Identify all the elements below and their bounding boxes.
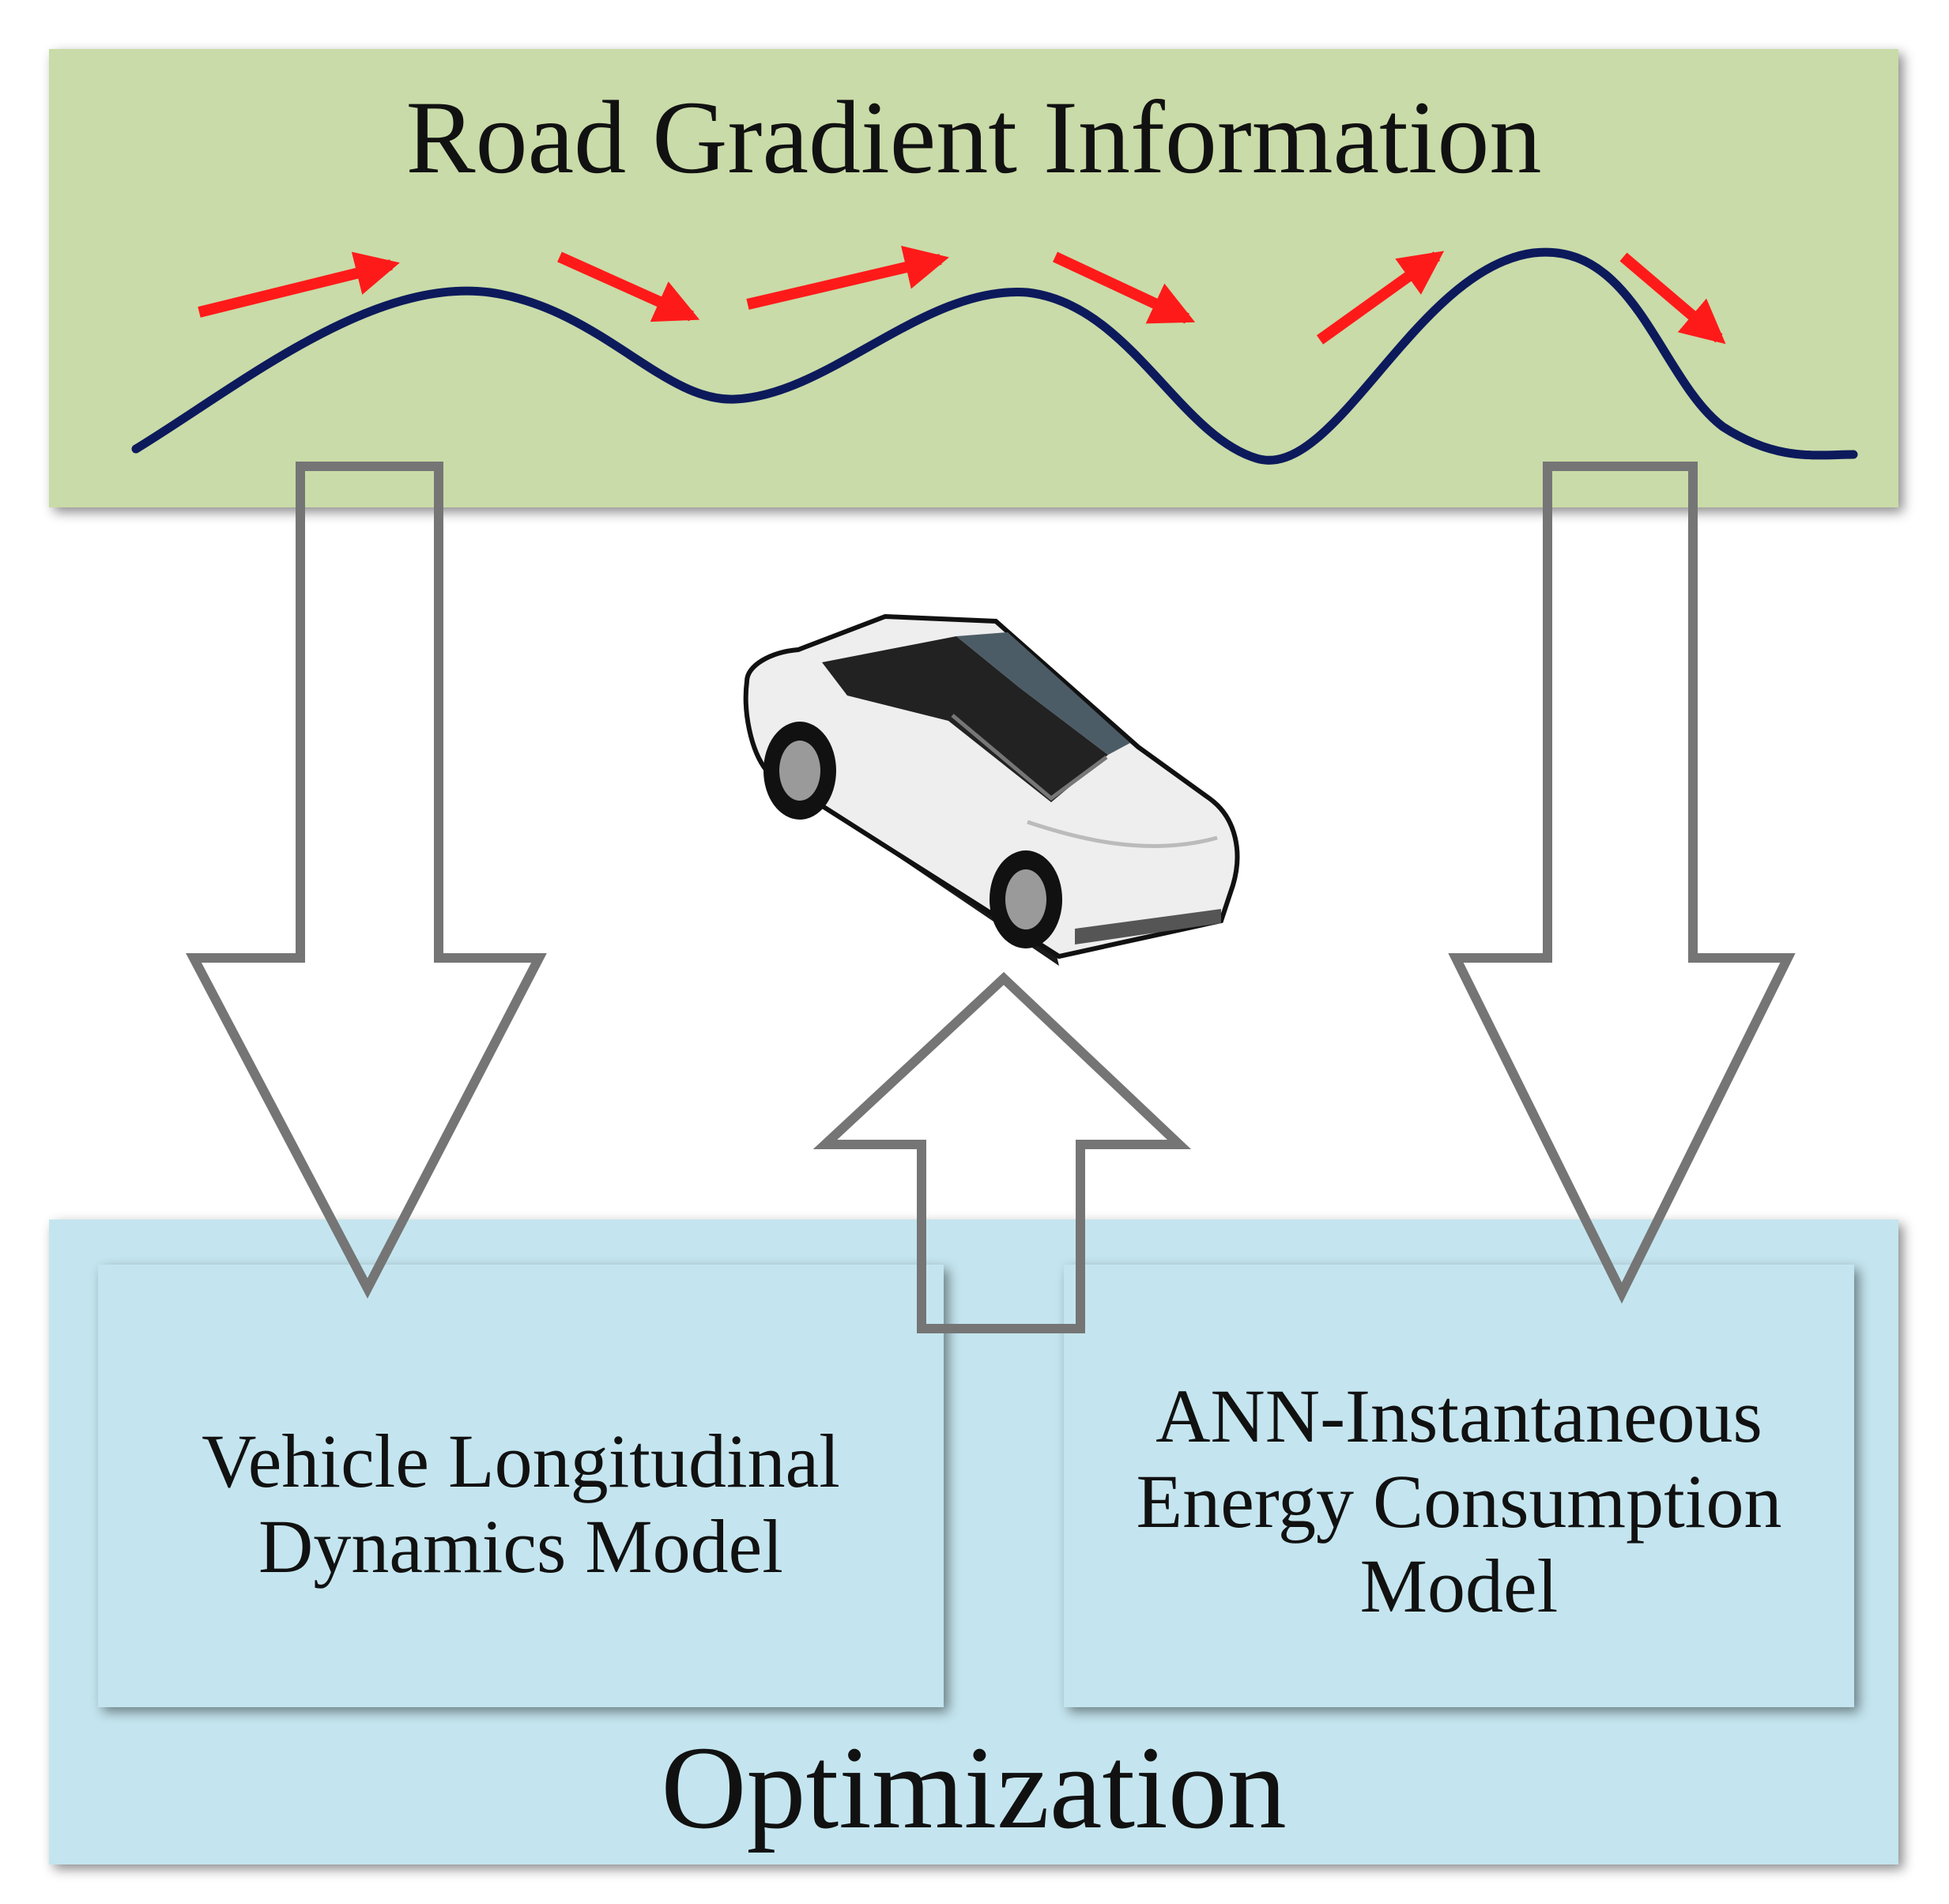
- vehicle-car-icon: [743, 613, 1240, 966]
- ann-label-line-3: Model: [1359, 1544, 1559, 1629]
- gradient-arrow-icon: [1053, 251, 1196, 324]
- ann-label-line-2: Energy Consumption: [1136, 1458, 1782, 1544]
- road-curve: [131, 247, 1858, 465]
- optimization-title: Optimization: [661, 1722, 1287, 1853]
- road-gradient-title: Road Gradient Information: [405, 79, 1542, 195]
- gradient-arrow-icon: [746, 245, 949, 310]
- vehicle-label-line-1: Vehicle Longitudinal: [202, 1419, 840, 1503]
- flow-arrow-icon: [186, 462, 547, 1299]
- gradient-arrow-icon: [198, 251, 400, 318]
- vehicle-label-line-2: Dynamics Model: [258, 1503, 783, 1589]
- vehicle-dynamics-model-label: Vehicle Longitudinal Dynamics Model: [98, 1419, 944, 1589]
- ann-label-line-1: ANN-Instantaneous: [1155, 1374, 1762, 1458]
- ann-energy-model-box: [1064, 1265, 1854, 1707]
- gradient-arrow-icon: [1619, 252, 1726, 345]
- ann-energy-model-label: ANN-Instantaneous Energy Consumption Mod…: [1064, 1374, 1854, 1629]
- vehicle-dynamics-model-box: [98, 1265, 944, 1707]
- gradient-arrows: [198, 245, 1726, 345]
- gradient-arrow-icon: [557, 251, 700, 322]
- flow-arrow-icon: [1448, 462, 1796, 1304]
- flow-arrow-icon: [812, 971, 1192, 1333]
- gradient-arrow-icon: [1316, 251, 1445, 345]
